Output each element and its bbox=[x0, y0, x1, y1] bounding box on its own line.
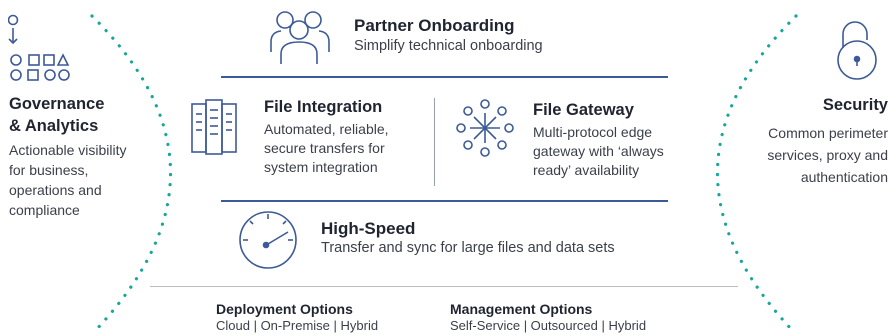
deployment-options-description: Cloud | On-Premise | Hybrid bbox=[216, 318, 379, 333]
file-integration-description: Automated, reliable, secure transfers fo… bbox=[264, 121, 389, 175]
high-speed-description: Transfer and sync for large files and da… bbox=[321, 240, 615, 256]
network-hub-icon bbox=[455, 99, 515, 159]
partner-onboarding-title: Partner Onboarding bbox=[354, 16, 515, 35]
security-title: Security bbox=[822, 96, 888, 114]
management-options-title: Management Options bbox=[450, 301, 593, 317]
speedometer-icon bbox=[236, 208, 300, 272]
people-group-icon bbox=[267, 8, 333, 66]
unlocked-padlock-icon bbox=[835, 18, 879, 82]
file-stack-icon bbox=[188, 96, 248, 158]
security-description: Common perimeter services, proxy and aut… bbox=[767, 125, 888, 185]
deployment-options-title: Deployment Options bbox=[216, 301, 353, 317]
vertical-divider bbox=[434, 98, 435, 186]
top-divider-line bbox=[221, 76, 668, 78]
file-integration-title: File Integration bbox=[264, 98, 383, 116]
governance-title: Governance & Analytics bbox=[9, 95, 105, 135]
middle-divider-line bbox=[221, 200, 668, 202]
governance-description: Actionable visibility for business, oper… bbox=[9, 142, 127, 218]
high-speed-title: High-Speed bbox=[321, 219, 416, 238]
management-options-description: Self-Service | Outsourced | Hybrid bbox=[450, 318, 647, 333]
bottom-divider-line bbox=[150, 286, 738, 287]
file-gateway-description: Multi-protocol edge gateway with ‘always… bbox=[533, 124, 664, 178]
file-gateway-title: File Gateway bbox=[533, 101, 634, 119]
flow-shapes-icon bbox=[8, 14, 78, 84]
partner-onboarding-description: Simplify technical onboarding bbox=[354, 38, 543, 54]
